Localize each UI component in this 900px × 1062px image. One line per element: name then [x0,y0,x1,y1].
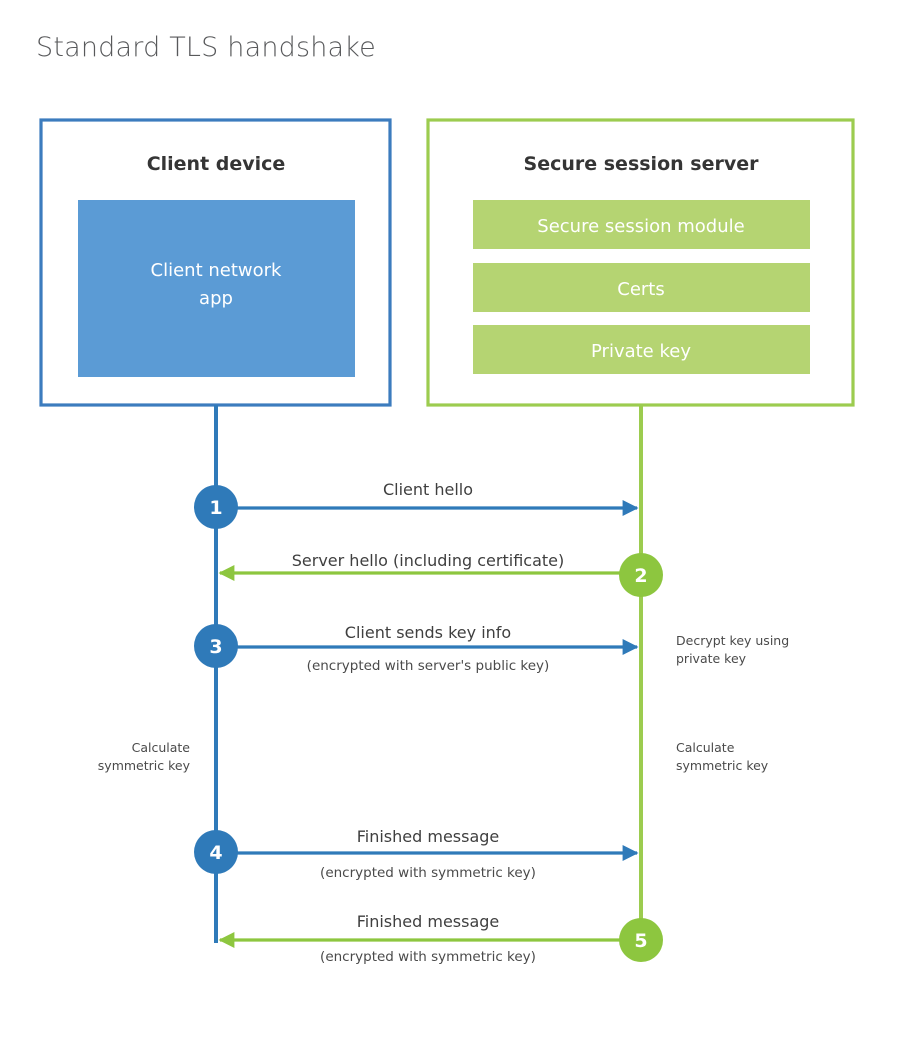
step-1-number: 1 [209,497,222,519]
certs-block [473,263,810,312]
certs-label: Certs [617,279,664,300]
client-calc-note-line2: symmetric key [98,758,191,773]
decrypt-key-note: Decrypt key using private key [676,633,789,666]
private-key-label: Private key [591,341,691,362]
client-network-app-label-line2: app [199,288,233,309]
step-4-badge [194,830,238,874]
step-4-sublabel: (encrypted with symmetric key) [320,865,536,881]
step-5-badge [619,918,663,962]
server-calc-note-line1: Calculate [676,740,735,755]
client-device-panel: Client device Client network app [39,118,392,407]
secure-session-module-block [473,200,810,249]
step-1-label: Client hello [383,480,473,499]
page-title: Standard TLS handshake [36,32,376,63]
step-3-sublabel: (encrypted with server's public key) [307,658,550,674]
step-2-group: Server hello (including certificate) 2 [218,551,663,597]
private-key-block [473,325,810,374]
secure-session-server-title: Secure session server [524,153,760,175]
decrypt-key-note-line2: private key [676,651,747,666]
step-1-badge [194,485,238,529]
step-3-number: 3 [209,636,222,658]
client-calculate-symmetric-key-note: Calculate symmetric key [98,740,191,773]
client-network-app-block [78,200,355,377]
server-calc-note-line2: symmetric key [676,758,769,773]
step-3-badge [194,624,238,668]
step-3-label: Client sends key info [345,623,511,642]
step-5-number: 5 [634,930,647,952]
step-5-label: Finished message [357,912,500,931]
step-4-group: Finished message (encrypted with symmetr… [194,827,639,881]
decrypt-key-note-line1: Decrypt key using [676,633,789,648]
step-2-label: Server hello (including certificate) [292,551,564,570]
client-device-title: Client device [147,153,286,175]
step-2-badge [619,553,663,597]
step-4-label: Finished message [357,827,500,846]
step-2-number: 2 [634,565,647,587]
step-5-group: Finished message (encrypted with symmetr… [218,912,663,965]
step-5-sublabel: (encrypted with symmetric key) [320,949,536,965]
client-network-app-label-line1: Client network [151,260,283,281]
secure-session-server-panel: Secure session server Secure session mod… [426,118,855,407]
step-1-group: Client hello 1 [194,480,639,529]
secure-session-module-label: Secure session module [537,216,744,237]
step-3-group: Client sends key info (encrypted with se… [194,623,639,674]
server-calculate-symmetric-key-note: Calculate symmetric key [676,740,769,773]
client-calc-note-line1: Calculate [132,740,191,755]
step-4-number: 4 [209,842,222,864]
